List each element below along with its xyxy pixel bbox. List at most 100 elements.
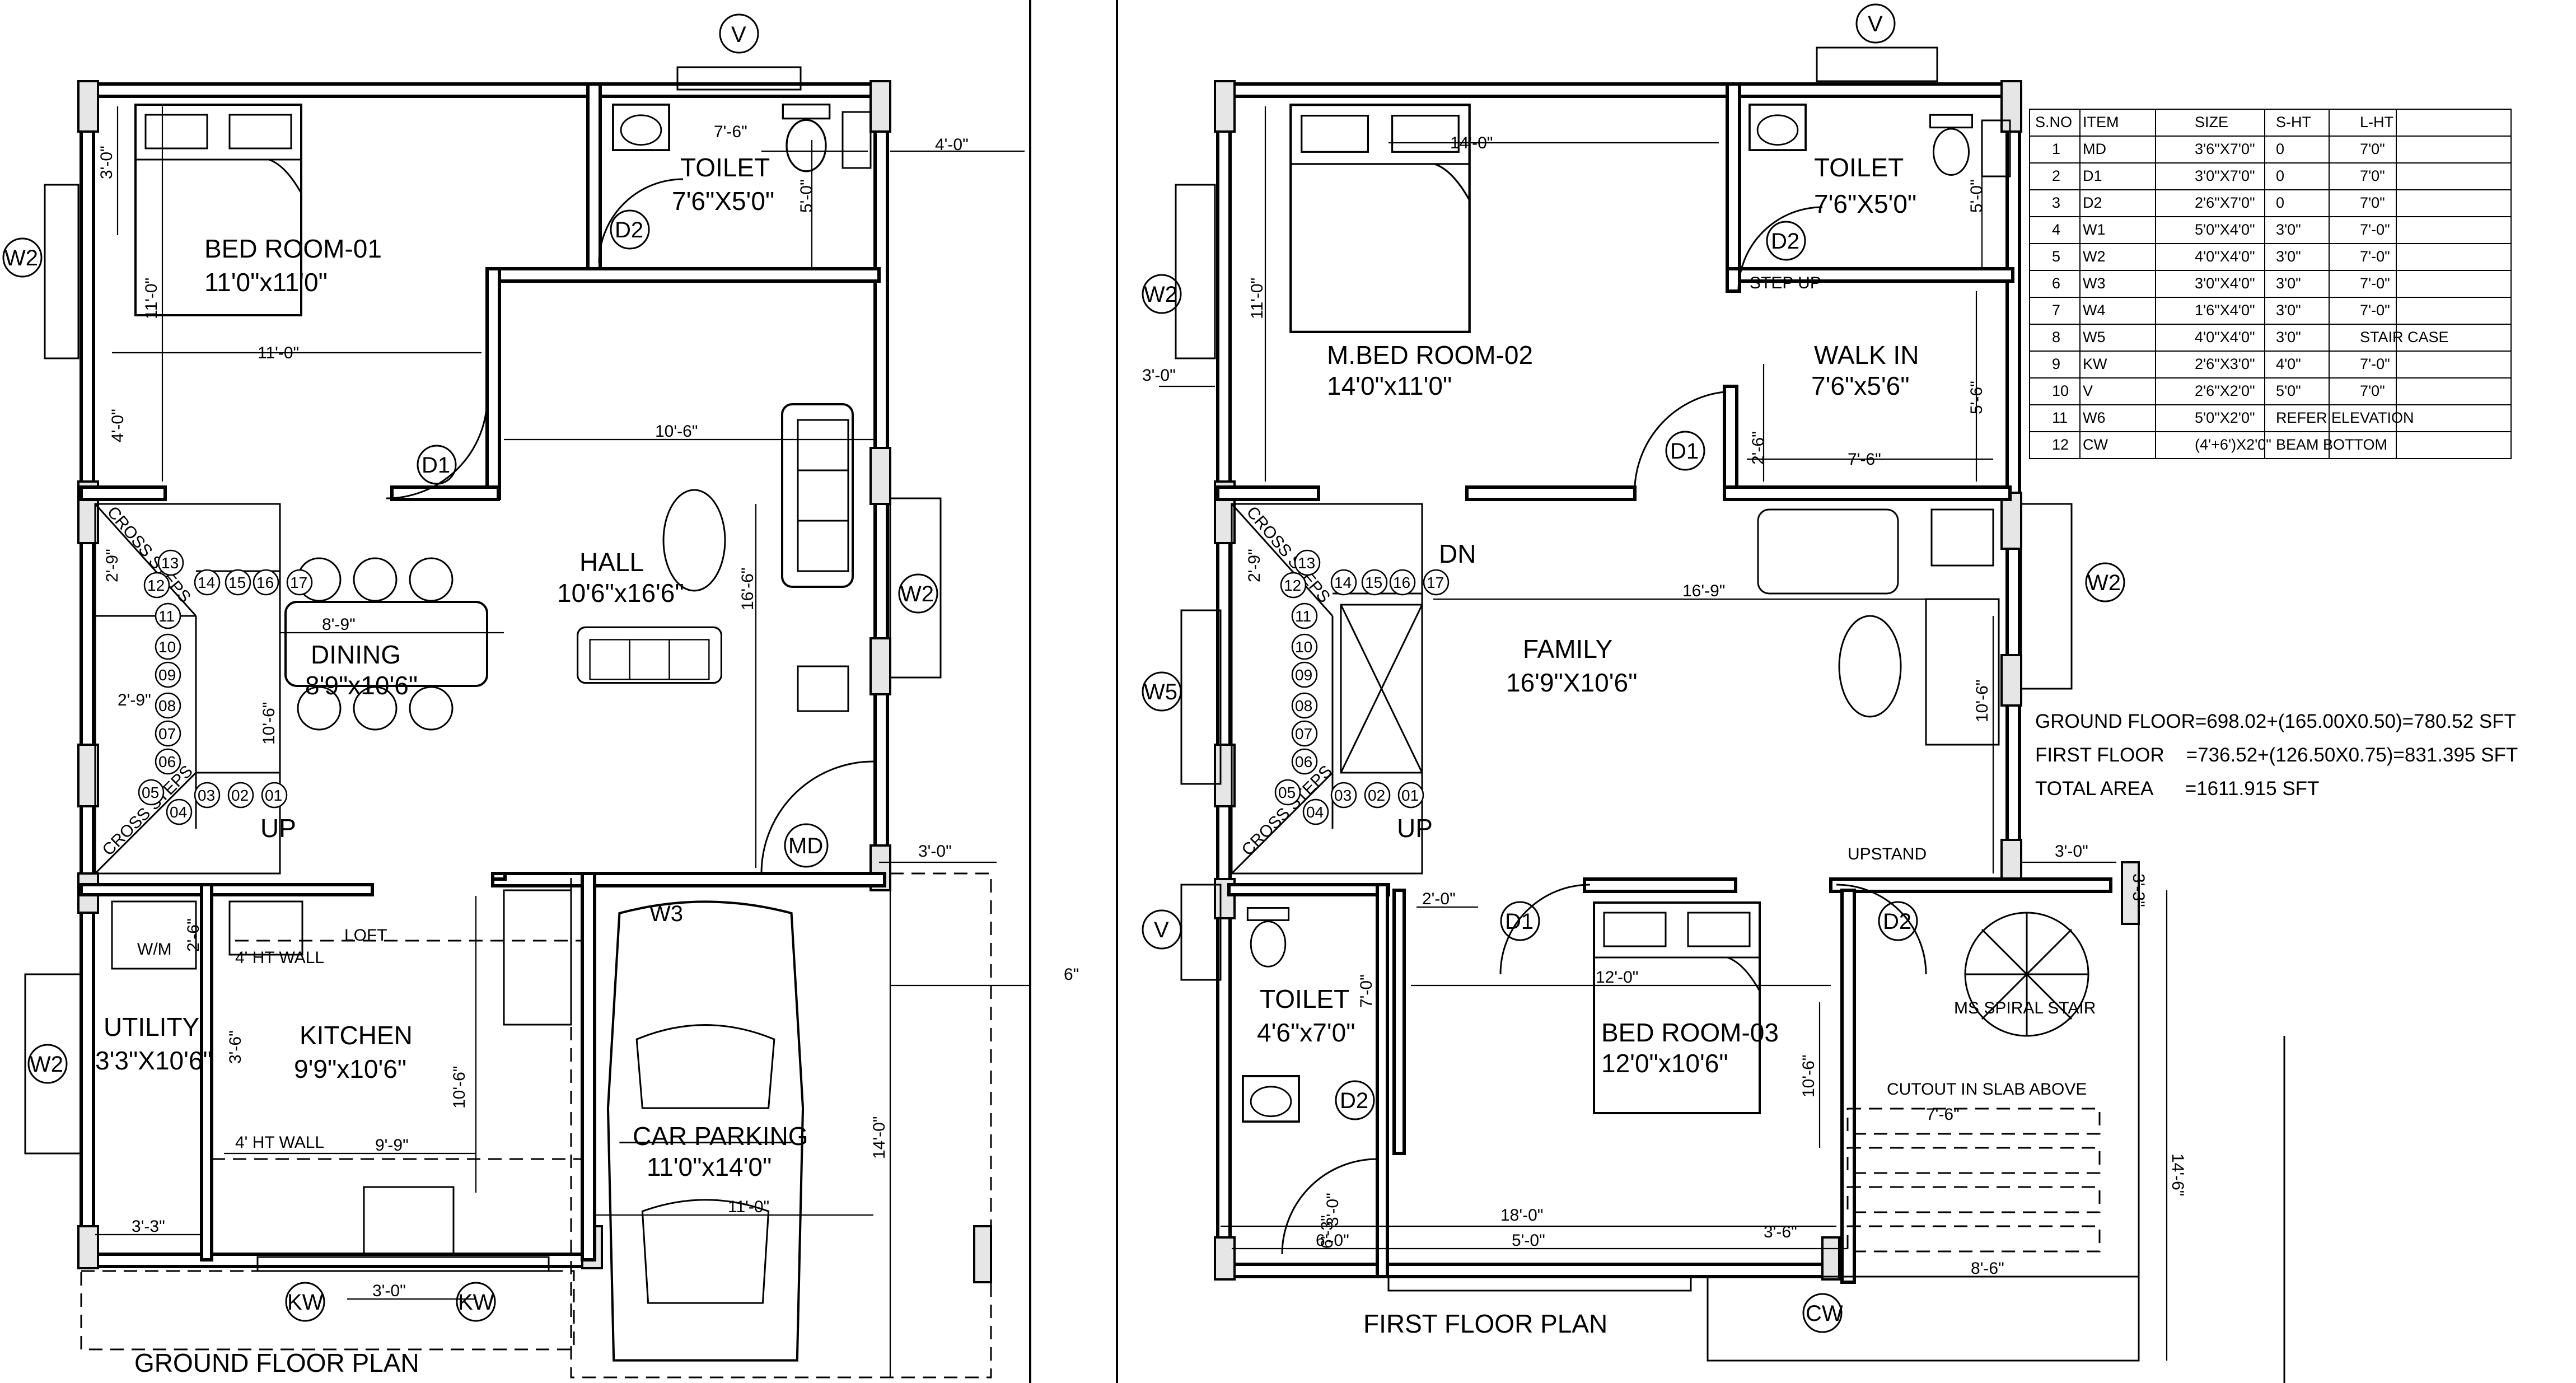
schedule-cell: 10	[2052, 382, 2069, 399]
schedule-cell: 7'-0"	[2360, 248, 2390, 265]
stair-step-number: 17	[290, 574, 307, 591]
schedule-cell: 3'0"X4'0"	[2195, 275, 2255, 292]
door-d1-tag: D1	[422, 453, 450, 478]
window-w2-tag: W2	[900, 582, 934, 606]
dimension-text: 7'-0"	[1357, 974, 1376, 1008]
ventilator-tag: V	[1868, 12, 1883, 36]
spiral-stair-label: MS SPIRAL STAIR	[1954, 999, 2096, 1017]
schedule-cell: W3	[2083, 275, 2106, 292]
stair-step-number: 04	[1306, 803, 1324, 821]
total-area: TOTAL AREA =1611.915 SFT	[2035, 778, 2319, 800]
cutout-label: CUTOUT IN SLAB ABOVE	[1887, 1080, 2087, 1099]
dimension-text: 10'-6"	[450, 1066, 469, 1109]
stair-up-label: UP	[260, 814, 296, 843]
stair-step-number: 11	[1295, 608, 1311, 625]
dimension-text: 5'-6"	[1967, 381, 1986, 414]
dimension-text: 10'-6"	[260, 702, 278, 745]
dimension-text: 3'-0"	[372, 1282, 406, 1300]
stair-step-number: 12	[1284, 577, 1301, 594]
bed-room-03-name: BED ROOM-03	[1601, 1018, 1779, 1047]
stair-step-number: 06	[158, 753, 176, 770]
dimension-text: 14'-6"	[2168, 1153, 2187, 1196]
stair-up-label: UP	[1397, 814, 1433, 843]
dimension-text: 8'-6"	[1971, 1259, 2004, 1278]
stair-step-number: 10	[1295, 638, 1312, 656]
dimension-text: 2'-9"	[118, 691, 151, 709]
schedule-cell: 3'0"	[2276, 302, 2301, 319]
schedule-cell: STAIR CASE	[2360, 329, 2449, 345]
door-d2-tag: D2	[615, 218, 643, 242]
schedule-cell: 3'0"	[2276, 329, 2301, 345]
schedule-frame	[2029, 109, 2512, 459]
stair-step-marker	[1397, 782, 1424, 809]
schedule-cell: BEAM BOTTOM	[2276, 436, 2387, 453]
stair-step-marker	[155, 692, 181, 719]
schedule-cell: 12	[2052, 436, 2069, 453]
schedule-cell: 7'0"	[2360, 167, 2385, 184]
loft-label: LOFT	[344, 926, 387, 945]
stair-step-number: 01	[265, 787, 282, 804]
stair-step-number: 05	[142, 784, 159, 801]
stair-step-number: 17	[1427, 574, 1444, 591]
stair-down-label: DN	[1439, 539, 1476, 568]
first-floor-area: FIRST FLOOR =736.52+(126.50X0.75)=831.39…	[2035, 744, 2518, 766]
stair-step-marker	[194, 782, 221, 809]
ground-floor-plan: BED ROOM-01 11'0"x11'0" TOILET 7'6"X5'0"…	[2, 13, 1079, 1379]
schedule-header: S-HT	[2276, 114, 2311, 130]
curtain-wall-tag: CW	[1806, 1301, 1843, 1326]
door-d2-tag: D2	[1340, 1088, 1368, 1113]
schedule-cell: REFER ELEVATION	[2276, 409, 2414, 426]
dimension-text: 8'-9"	[322, 615, 356, 634]
stair-step-marker	[157, 549, 184, 576]
stair-step-marker	[1364, 782, 1391, 809]
schedule-cell: 0	[2276, 167, 2284, 184]
schedule-cell: 0	[2276, 141, 2284, 157]
stair-step-number: 05	[1278, 784, 1296, 801]
walk-in-size: 7'6"x5'6"	[1811, 371, 1910, 400]
dimension-text: 14'-0"	[870, 1116, 889, 1159]
stair-step-marker	[1291, 633, 1318, 660]
dimension-text: 10'-6"	[1799, 1055, 1818, 1097]
kitchen-size: 9'9"x10'6"	[294, 1054, 406, 1083]
ventilator-tag: V	[1154, 918, 1169, 942]
stair-step-marker	[194, 569, 221, 596]
window-w5-tag: W5	[1144, 680, 1177, 704]
stair-step-number: 14	[198, 574, 215, 591]
dimension-text: 2'-0"	[1422, 890, 1456, 908]
stair-step-number: 02	[231, 787, 249, 804]
kitchen-window-tag: KW	[287, 1290, 324, 1315]
stair-step-marker	[253, 569, 279, 596]
schedule-cell: W2	[2083, 248, 2106, 265]
toilet-size: 7'6"X5'0"	[672, 186, 774, 216]
toilet-name: TOILET	[680, 153, 770, 182]
stair-step-marker	[1302, 798, 1329, 825]
stair-step-number: 02	[1368, 787, 1385, 804]
schedule-header: ITEM	[2083, 114, 2119, 130]
dimension-text: 7'-6"	[1926, 1105, 1960, 1124]
stair-step-marker	[1274, 779, 1301, 806]
stair-step-marker	[166, 798, 193, 825]
dimension-text: 3'-0"	[2055, 842, 2088, 861]
schedule-cell: 4'0"X4'0"	[2195, 329, 2255, 345]
dimension-text: 16'-6"	[738, 568, 757, 610]
schedule-cell: 0	[2276, 194, 2284, 211]
schedule-cell: 7'0"	[2360, 382, 2385, 399]
stair-step-number: 15	[228, 574, 246, 591]
dimension-text: 10'-6"	[1973, 680, 1991, 722]
dimension-text: 2'-9"	[1245, 549, 1264, 582]
dimension-text: 3'-0"	[1142, 366, 1176, 385]
ventilator-tag: V	[731, 22, 746, 47]
ground-floor-area: GROUND FLOOR=698.02+(165.00X0.50)=780.52…	[2035, 711, 2516, 732]
kitchen-window-tag: KW	[458, 1290, 494, 1315]
stair-step-number: 09	[158, 666, 176, 684]
dimension-text: 4'-0"	[109, 409, 127, 442]
dining-name: DINING	[311, 640, 401, 669]
schedule-cell: 5	[2052, 248, 2060, 265]
schedule-cell: 7'0"	[2360, 141, 2385, 157]
schedule-cell: KW	[2083, 356, 2107, 372]
stair-step-number: 13	[1298, 554, 1315, 572]
wall-height-note: 4' HT WALL	[235, 949, 324, 967]
